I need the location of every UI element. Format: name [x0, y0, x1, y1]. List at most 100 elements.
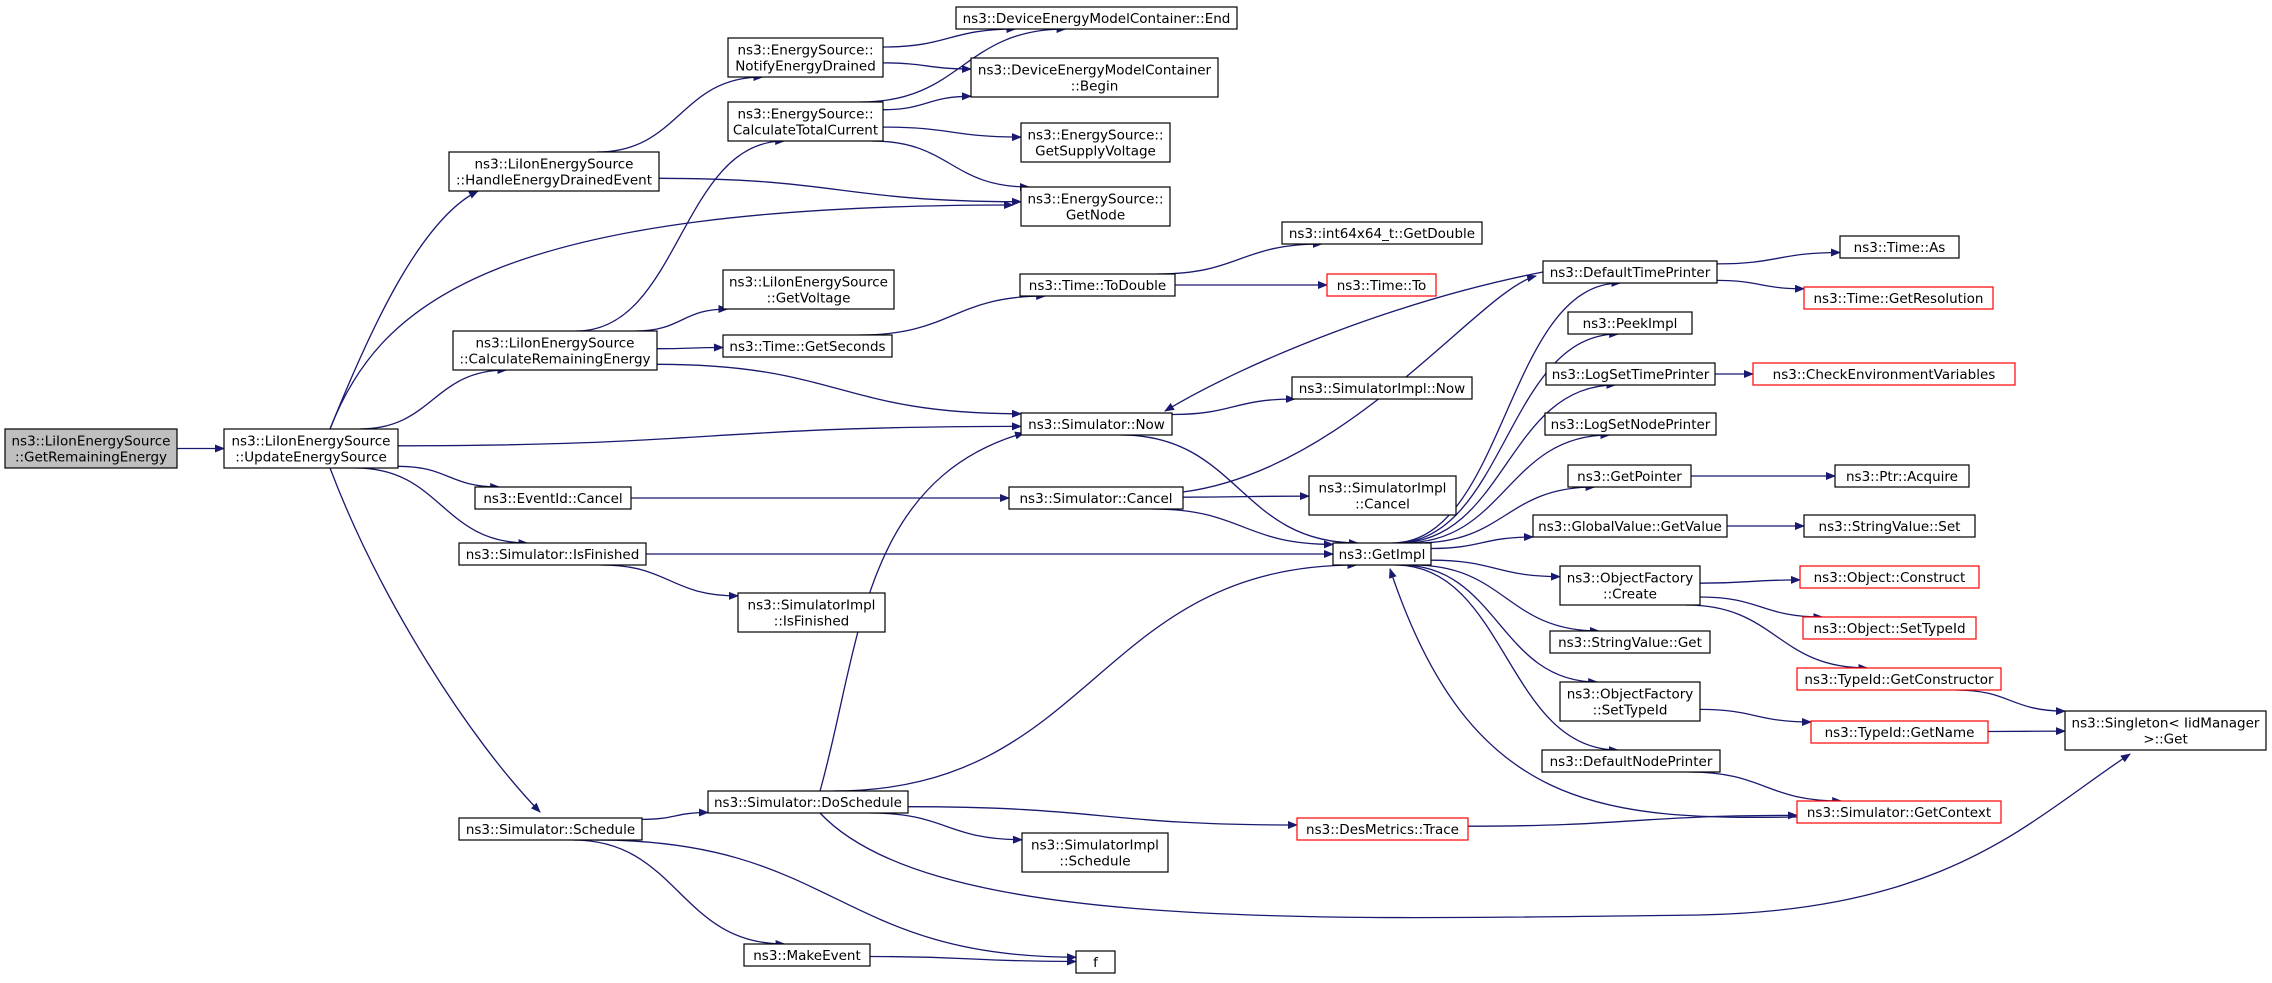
node-box — [1803, 514, 1976, 538]
node-lsnp[interactable]: ns3::LogSetNodePrinter — [1544, 412, 1717, 436]
node-label: ::GetRemainingEnergy — [15, 450, 167, 466]
node-root[interactable]: ns3::LiIonEnergySource::GetRemainingEner… — [4, 428, 178, 469]
node-label: ns3::ObjectFactory — [1567, 571, 1694, 587]
node-sii[interactable]: ns3::SimulatorImpl::IsFinished — [737, 592, 886, 633]
edge-gim-to-pim — [1393, 330, 1620, 544]
node-box — [1796, 800, 2002, 824]
node-box — [727, 37, 884, 78]
node-mev[interactable]: ns3::MakeEvent — [743, 943, 871, 967]
node-box — [1559, 681, 1701, 722]
node-cev[interactable]: ns3::CheckEnvironmentVariables — [1752, 362, 2016, 386]
node-scan[interactable]: ns3::Simulator::Cancel — [1008, 486, 1184, 510]
edge-dtp-to-snow — [1164, 271, 1544, 412]
edge-ofc-to-tgc — [1686, 604, 1869, 672]
edge-gim-to-lsnp — [1402, 431, 1611, 544]
node-hed[interactable]: ns3::LiIonEnergySource::HandleEnergyDrai… — [448, 151, 660, 192]
node-sisc[interactable]: ns3::SimulatorImpl::Schedule — [1021, 832, 1169, 873]
node-dtp[interactable]: ns3::DefaultTimePrinter — [1542, 260, 1718, 284]
node-label: ns3::Simulator::IsFinished — [466, 547, 640, 563]
node-box — [1549, 630, 1711, 654]
node-sinow[interactable]: ns3::SimulatorImpl::Now — [1291, 376, 1473, 400]
edge-ues-to-sif — [355, 467, 529, 547]
node-svg[interactable]: ns3::StringValue::Get — [1549, 630, 1711, 654]
node-sif[interactable]: ns3::Simulator::IsFinished — [458, 542, 647, 566]
edge-ues-to-evc — [397, 465, 501, 491]
node-tas[interactable]: ns3::Time::As — [1839, 235, 1960, 259]
node-box — [1559, 565, 1701, 606]
node-cre[interactable]: ns3::LiIonEnergySource::CalculateRemaini… — [452, 330, 658, 371]
node-tgn[interactable]: ns3::TypeId::GetName — [1810, 720, 1989, 744]
node-dnp[interactable]: ns3::DefaultNodePrinter — [1541, 749, 1721, 773]
node-box — [1281, 221, 1483, 245]
node-dbeg[interactable]: ns3::DeviceEnergyModelContainer::Begin — [970, 57, 1219, 98]
node-box — [970, 57, 1219, 98]
node-label: ns3::DesMetrics::Trace — [1306, 822, 1459, 838]
node-gim[interactable]: ns3::GetImpl — [1332, 542, 1432, 566]
node-sican[interactable]: ns3::SimulatorImpl::Cancel — [1308, 475, 1457, 516]
edge-ofc-to-ost — [1699, 596, 1824, 621]
node-f[interactable]: f — [1075, 950, 1116, 974]
node-pac[interactable]: ns3::Ptr::Acquire — [1834, 464, 1970, 488]
node-i64[interactable]: ns3::int64x64_t::GetDouble — [1281, 221, 1483, 245]
node-box — [1545, 362, 1716, 386]
node-evc[interactable]: ns3::EventId::Cancel — [474, 486, 632, 510]
node-ggv[interactable]: ns3::GlobalValue::GetValue — [1532, 514, 1728, 538]
node-sgc[interactable]: ns3::Simulator::GetContext — [1796, 800, 2002, 824]
node-box — [1544, 412, 1717, 436]
node-tgs[interactable]: ns3::Time::GetSeconds — [722, 334, 893, 358]
node-tgr[interactable]: ns3::Time::GetResolution — [1803, 286, 1994, 310]
node-snow[interactable]: ns3::Simulator::Now — [1020, 412, 1173, 436]
node-ssc[interactable]: ns3::Simulator::Schedule — [458, 817, 643, 841]
nodes-layer: ns3::LiIonEnergySource::GetRemainingEner… — [4, 6, 2267, 974]
node-ofc[interactable]: ns3::ObjectFactory::Create — [1559, 565, 1701, 606]
node-lstp[interactable]: ns3::LogSetTimePrinter — [1545, 362, 1716, 386]
node-label: ns3::TypeId::GetConstructor — [1804, 672, 1994, 688]
edge-dnp-to-sgc — [1688, 771, 1843, 805]
node-dmt[interactable]: ns3::DesMetrics::Trace — [1296, 817, 1469, 841]
edge-gim-to-svg — [1412, 564, 1600, 635]
node-ned[interactable]: ns3::EnergySource::NotifyEnergyDrained — [727, 37, 884, 78]
node-ues[interactable]: ns3::LiIonEnergySource::UpdateEnergySour… — [223, 428, 399, 469]
node-ost[interactable]: ns3::Object::SetTypeId — [1802, 616, 1977, 640]
node-box — [722, 269, 895, 310]
edge-ned-to-dbeg — [882, 62, 972, 73]
node-box — [1008, 486, 1184, 510]
node-label: ::Cancel — [1355, 497, 1410, 513]
node-label: ns3::LiIonEnergySource — [475, 157, 634, 173]
node-box — [1020, 186, 1171, 227]
node-label: ::Begin — [1071, 79, 1119, 95]
node-dend[interactable]: ns3::DeviceEnergyModelContainer::End — [955, 6, 1238, 30]
edge-scan-to-sican — [1182, 492, 1310, 501]
node-box — [1532, 514, 1728, 538]
edge-cre-to-gvo — [635, 305, 729, 332]
node-label: ns3::GetImpl — [1339, 547, 1426, 563]
node-ofs[interactable]: ns3::ObjectFactory::SetTypeId — [1559, 681, 1701, 722]
node-label: GetSupplyVoltage — [1035, 144, 1156, 160]
node-sds[interactable]: ns3::Simulator::DoSchedule — [707, 790, 909, 814]
node-oco[interactable]: ns3::Object::Construct — [1799, 565, 1980, 589]
node-label: ::UpdateEnergySource — [235, 450, 387, 466]
node-ttd[interactable]: ns3::Time::ToDouble — [1019, 273, 1176, 297]
node-box — [1308, 475, 1457, 516]
node-gsv[interactable]: ns3::EnergySource::GetSupplyVoltage — [1020, 122, 1171, 163]
edge-mev-to-f — [869, 955, 1077, 966]
edge-sds-to-sisc — [870, 812, 1023, 844]
node-svs[interactable]: ns3::StringValue::Set — [1803, 514, 1976, 538]
node-tgc[interactable]: ns3::TypeId::GetConstructor — [1796, 667, 2002, 691]
node-box — [1799, 565, 1980, 589]
node-pim[interactable]: ns3::PeekImpl — [1567, 311, 1693, 335]
node-label: ::CalculateRemainingEnergy — [459, 352, 650, 368]
node-gno[interactable]: ns3::EnergySource::GetNode — [1020, 186, 1171, 227]
node-gpt[interactable]: ns3::GetPointer — [1567, 464, 1692, 488]
node-sng[interactable]: ns3::Singleton< IidManager>::Get — [2064, 710, 2267, 751]
node-box — [1332, 542, 1432, 566]
node-gvo[interactable]: ns3::LiIonEnergySource::GetVoltage — [722, 269, 895, 310]
edge-ofs-to-tgn — [1699, 708, 1812, 726]
edge-sds-to-gim — [833, 561, 1358, 792]
node-box — [1296, 817, 1469, 841]
node-ctc[interactable]: ns3::EnergySource::CalculateTotalCurrent — [727, 101, 884, 142]
node-label: ns3::Time::To — [1337, 278, 1427, 294]
node-tto[interactable]: ns3::Time::To — [1326, 273, 1437, 297]
node-box — [1021, 832, 1169, 873]
